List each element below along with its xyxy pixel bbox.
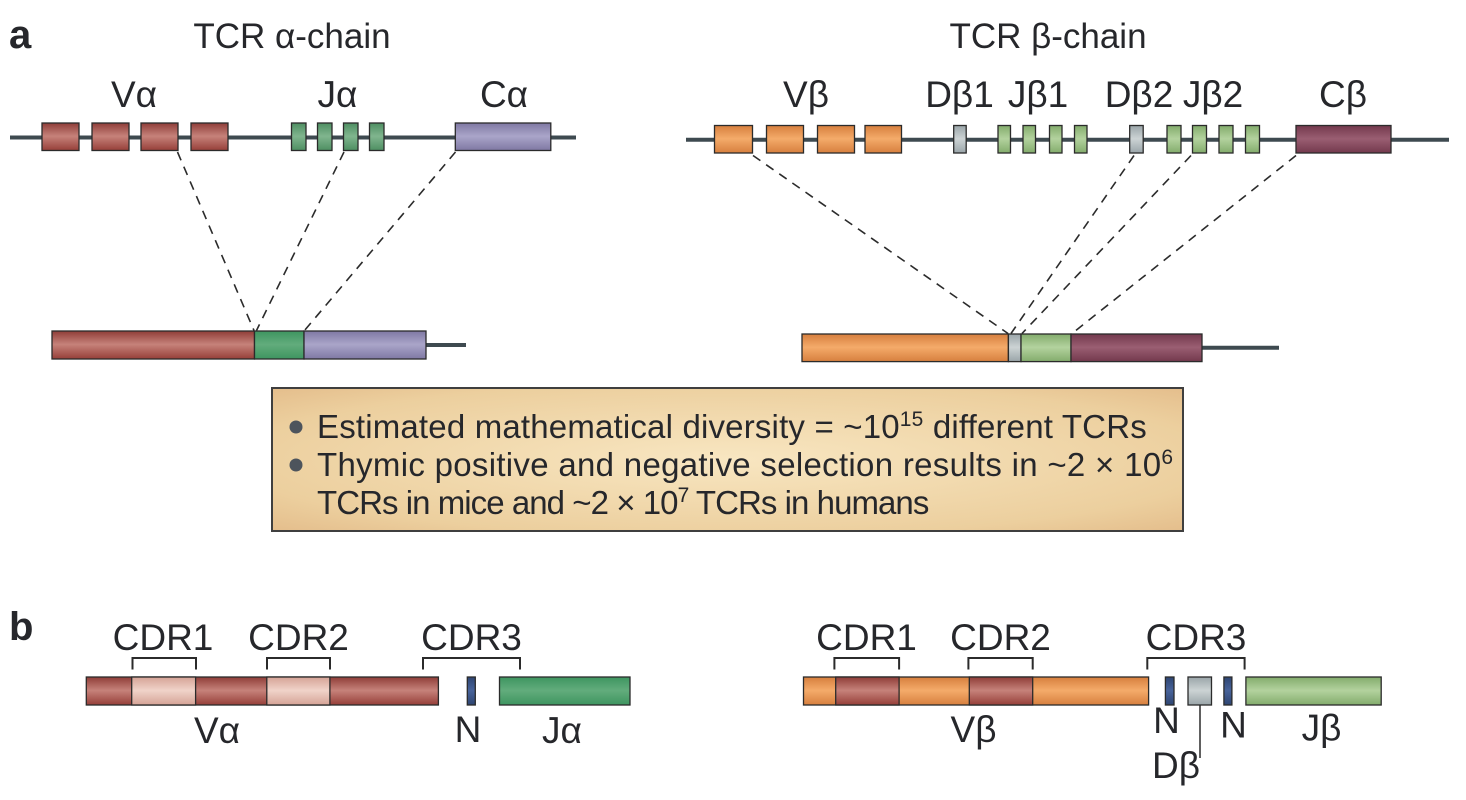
svg-text:a: a xyxy=(9,13,32,57)
svg-text:CDR3: CDR3 xyxy=(1146,617,1247,658)
svg-text:Cα: Cα xyxy=(480,74,528,115)
svg-text:N: N xyxy=(455,709,482,750)
svg-text:Dβ1: Dβ1 xyxy=(925,74,994,115)
svg-text:TCR α-chain: TCR α-chain xyxy=(193,17,390,56)
svg-text:CDR1: CDR1 xyxy=(816,617,917,658)
svg-text:Jβ1: Jβ1 xyxy=(1008,74,1068,115)
svg-text:TCR β-chain: TCR β-chain xyxy=(949,17,1146,56)
svg-text:Jα: Jα xyxy=(542,710,582,751)
svg-text:Dβ: Dβ xyxy=(1152,745,1200,786)
svg-text:TCRs in mice and ~2 × 107 TCRs: TCRs in mice and ~2 × 107 TCRs in humans xyxy=(317,484,929,521)
svg-text:CDR2: CDR2 xyxy=(950,617,1051,658)
svg-text:Jβ2: Jβ2 xyxy=(1183,74,1243,115)
svg-text:CDR2: CDR2 xyxy=(248,617,349,658)
svg-text:b: b xyxy=(9,605,33,649)
svg-text:Dβ2: Dβ2 xyxy=(1105,74,1174,115)
svg-text:Thymic positive and negative s: Thymic positive and negative selection r… xyxy=(317,446,1173,483)
svg-text:Estimated mathematical diversi: Estimated mathematical diversity = ~1015… xyxy=(317,408,1147,445)
svg-text:CDR3: CDR3 xyxy=(421,617,522,658)
svg-text:Cβ: Cβ xyxy=(1319,74,1367,115)
svg-text:Vβ: Vβ xyxy=(951,709,997,750)
svg-text:CDR1: CDR1 xyxy=(113,617,214,658)
svg-text:Vα: Vα xyxy=(194,710,240,751)
svg-text:Vβ: Vβ xyxy=(783,74,829,115)
svg-text:Jα: Jα xyxy=(318,74,358,115)
svg-text:N: N xyxy=(1153,700,1180,741)
svg-text:N: N xyxy=(1220,705,1247,746)
svg-text:Vα: Vα xyxy=(111,74,157,115)
svg-text:Jβ: Jβ xyxy=(1302,708,1342,749)
